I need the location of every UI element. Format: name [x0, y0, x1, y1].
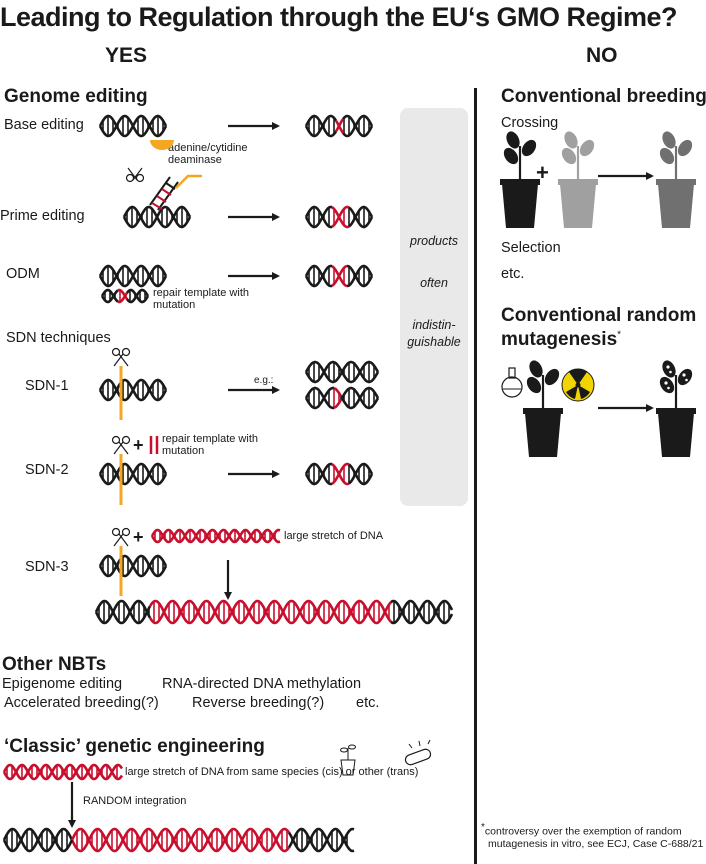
sdn1-scissors-icon: [111, 347, 131, 367]
sdn1-label: SDN-1: [25, 378, 69, 394]
prime-editor-icon: [149, 174, 202, 211]
sdn3-donor-dna: [150, 528, 281, 544]
sdn-techniques-label: SDN techniques: [6, 330, 111, 346]
sdn3-dna-label: large stretch of DNA: [284, 530, 384, 542]
sdn2-label: SDN-2: [25, 462, 69, 478]
odm-repair-template: [100, 288, 150, 304]
nbt-epigenome: Epigenome editing: [2, 676, 123, 692]
plants: [500, 131, 696, 457]
breeding-parent-plant-light: [558, 131, 598, 228]
genome-editing-heading: Genome editing: [4, 86, 148, 107]
radiation-icon: [561, 368, 595, 402]
yes-column-heading: YES: [105, 44, 148, 67]
nbt-etc: etc.: [356, 695, 380, 711]
crossing-plus: +: [536, 160, 549, 185]
classic-ge-heading: ‘Classic’ genetic engineering: [4, 736, 265, 757]
panel-text-products: products: [410, 234, 458, 248]
other-nbts-heading: Other NBTs: [2, 654, 107, 675]
small-plant-pot-icon: [340, 744, 356, 776]
sdn2-plus-icon: +: [133, 435, 144, 455]
indistinguishable-panel: [400, 108, 468, 506]
prime-editing-output-dna: [304, 205, 374, 229]
panel-text-often: often: [420, 276, 448, 290]
random-integration-label: RANDOM integration: [83, 795, 187, 807]
mutagenesis-asterisk: *: [617, 329, 622, 341]
mutagenesis-output-plant: [656, 360, 696, 457]
classic-donor-dna: [2, 763, 124, 781]
sdn2-repair-template-icon: [149, 436, 159, 454]
sdn1-input-dna: [98, 378, 168, 402]
random-mutagenesis-heading-2-text: mutagenesis: [501, 329, 618, 350]
sdn1-output-dna-a: [304, 360, 380, 384]
odm-output-dna: [304, 264, 374, 288]
sdn2-template-label: repair template with mutation: [162, 433, 258, 457]
deaminase-enzyme-icon: [150, 140, 174, 150]
base-editing-label: Base editing: [4, 117, 84, 133]
classic-output-dna: [2, 827, 355, 853]
column-divider: [474, 88, 477, 864]
sdn3-plus-icon: +: [133, 527, 144, 547]
scissors-icon: [125, 167, 145, 183]
sdn2-output-dna: [304, 462, 374, 486]
sdn3-label: SDN-3: [25, 559, 69, 575]
no-column-heading: NO: [586, 44, 618, 67]
bacterium-icon: [404, 739, 432, 766]
crossing-label: Crossing: [501, 115, 559, 131]
footnote-text-1: controversy over the exemption of random: [484, 825, 682, 838]
prime-editing-label: Prime editing: [0, 208, 85, 224]
mutagenesis-input-plant: [523, 360, 563, 457]
sdn3-output-dna: [94, 599, 454, 625]
base-editing-output-dna: [304, 114, 374, 138]
deaminase-label: adenine/cytidine deaminase: [168, 142, 248, 166]
panel-text-indistin: indistin-: [412, 318, 456, 332]
selection-label: Selection: [501, 240, 561, 256]
page-title: Leading to Regulation through the EU‘s G…: [0, 2, 678, 32]
sdn2-scissors-icon: [111, 435, 131, 455]
footnote-line2: mutagenesis in vitro, see ECJ, Case C-68…: [488, 838, 704, 850]
flask-icon: [501, 367, 523, 398]
nbt-reverse: Reverse breeding(?): [192, 695, 325, 711]
base-editing-input-dna: [98, 114, 168, 138]
sdn3-input-dna: [98, 554, 168, 578]
footnote-line1: *controversy over the exemption of rando…: [481, 822, 682, 838]
process-arrows: [68, 122, 654, 828]
breeding-offspring-plant: [656, 131, 696, 228]
sdn1-output-dna-b: [304, 386, 380, 410]
odm-template-label: repair template with mutation: [153, 287, 249, 311]
etc-label: etc.: [501, 266, 525, 282]
odm-label: ODM: [6, 266, 40, 282]
dna-helices: [2, 114, 454, 853]
nbt-accelerated: Accelerated breeding(?): [4, 695, 159, 711]
sdn3-scissors-icon: [111, 527, 131, 547]
random-mutagenesis-heading-2: mutagenesis*: [501, 329, 621, 351]
conventional-breeding-heading: Conventional breeding: [501, 86, 706, 107]
prime-editing-input-dna: [122, 205, 192, 229]
odm-input-dna: [98, 264, 168, 288]
random-mutagenesis-heading-1: Conventional random: [501, 305, 697, 326]
sdn1-eg-label: e.g.:: [254, 375, 274, 386]
footnote-asterisk: *: [481, 822, 485, 833]
breeding-parent-plant-dark: [500, 131, 540, 228]
panel-text-guishable: guishable: [407, 335, 461, 349]
sdn2-input-dna: [98, 462, 168, 486]
nbt-rna-directed: RNA-directed DNA methylation: [162, 676, 362, 692]
